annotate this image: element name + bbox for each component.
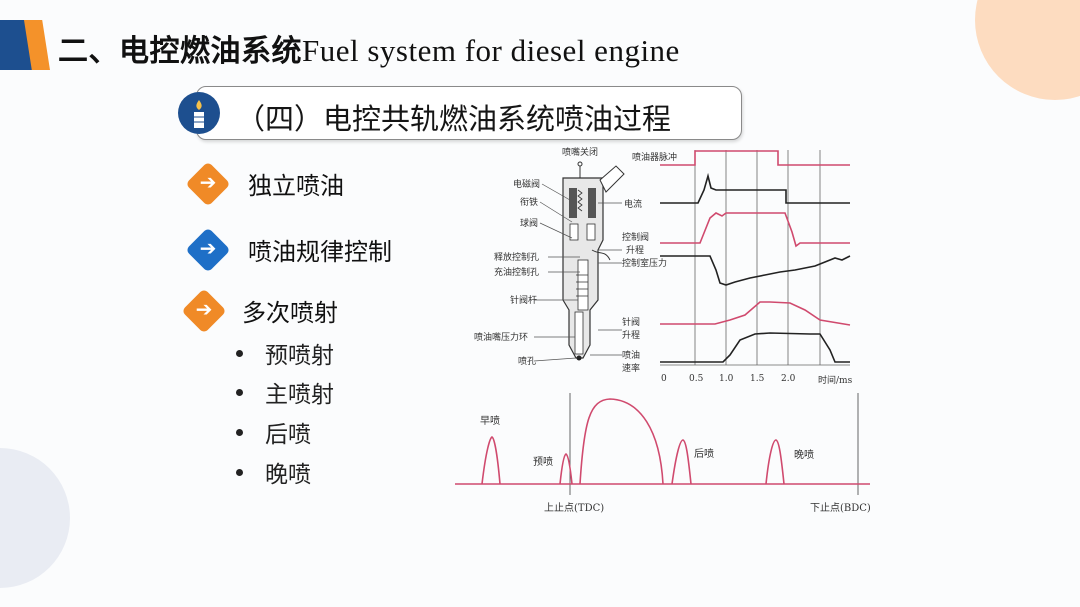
label-tdc: 上止点(TDC): [544, 502, 604, 514]
bullet-dot: [236, 350, 243, 357]
arrow-right-icon: ➔: [195, 297, 213, 321]
tick-1-5: 1.5: [750, 374, 765, 384]
label-needle-rod: 针阀杆: [510, 294, 537, 306]
sub-bullet-late-injection: 晚喷: [236, 455, 311, 489]
page-title: 二、电控燃油系统Fuel system for diesel engine: [58, 26, 680, 70]
candle-icon: [178, 92, 220, 134]
tick-2-0: 2.0: [781, 374, 796, 384]
label-fill-orifice: 充油控制孔: [494, 266, 539, 278]
label-bdc: 下止点(BDC): [810, 502, 871, 514]
label-early-injection: 早喷: [480, 415, 500, 427]
bullet-dot: [236, 389, 243, 396]
label-needle-lift-1: 针阀: [622, 316, 640, 328]
timing-signal-labels: 喷油器脉冲 电流 控制阀 升程 控制室压力 针阀 升程 喷油 速率: [622, 151, 677, 374]
x-axis-label: 时间/ms: [818, 374, 853, 386]
multi-injection-labels: 早喷 预喷 后喷 晚喷 上止点(TDC) 下止点(BDC): [480, 415, 871, 514]
bullet-independent-injection: ➔ 独立喷油: [185, 160, 344, 207]
bullet-dot: [236, 469, 243, 476]
bullet-label: 独立喷油: [248, 172, 344, 200]
label-release-orifice: 释放控制孔: [494, 251, 539, 263]
label-injector-pulse: 喷油器脉冲: [632, 151, 677, 163]
tick-0: 0: [661, 374, 667, 384]
decorative-circle-top-right: [975, 0, 1080, 100]
label-late-injection: 晚喷: [794, 449, 814, 461]
sub-bullet-main-injection: 主喷射: [236, 375, 334, 409]
bullet-multiple-injection: ➔ 多次喷射: [181, 287, 338, 334]
timing-x-axis: 0 0.5 1.0 1.5 2.0 时间/ms: [661, 374, 853, 386]
arrow-right-icon: ➔: [199, 236, 217, 260]
label-current: 电流: [624, 198, 642, 210]
label-control-chamber-pressure: 控制室压力: [622, 257, 667, 269]
decorative-circle-bottom-left: [0, 448, 70, 588]
label-control-valve-lift-1: 控制阀: [622, 231, 649, 243]
tick-0-5: 0.5: [689, 374, 704, 384]
label-solenoid: 电磁阀: [513, 178, 540, 190]
label-post-injection: 后喷: [694, 448, 714, 460]
sub-bullet-pre-injection: 预喷射: [236, 336, 334, 370]
label-armature: 衔铁: [520, 196, 538, 208]
label-control-valve-lift-2: 升程: [626, 245, 644, 256]
label-pre-injection: 预喷: [533, 456, 553, 468]
bullet-label: 喷油规律控制: [248, 238, 392, 266]
bullet-injection-law-control: ➔ 喷油规律控制: [185, 226, 392, 273]
label-pressure-ring: 喷油嘴压力环: [474, 331, 528, 343]
tick-1-0: 1.0: [719, 374, 734, 384]
label-nozzle-hole: 喷孔: [518, 356, 536, 367]
injector-cross-section: [562, 161, 625, 361]
label-nozzle-closed: 喷嘴关闭: [562, 146, 598, 158]
multi-injection-chart: [455, 393, 870, 495]
timing-signals: [660, 150, 851, 363]
timing-grid: [660, 150, 850, 366]
injection-process-diagram: 喷嘴关闭 电磁阀 衔铁 球阀 释放控制孔 充油控制孔 针阀杆 喷油嘴压力环 喷孔: [455, 140, 895, 520]
subtitle-box: [196, 86, 742, 140]
bullet-label: 多次喷射: [242, 299, 338, 327]
bullet-dot: [236, 429, 243, 436]
label-ball-valve: 球阀: [520, 217, 538, 229]
injector-leader-lines: [533, 183, 622, 362]
label-needle-lift-2: 升程: [622, 330, 640, 341]
injector-labels: 喷嘴关闭 电磁阀 衔铁 球阀 释放控制孔 充油控制孔 针阀杆 喷油嘴压力环 喷孔: [474, 146, 598, 367]
label-injection-rate-1: 喷油: [622, 349, 640, 361]
arrow-right-icon: ➔: [199, 170, 217, 194]
page-title-en: Fuel system for diesel engine: [302, 33, 680, 68]
section-subtitle: （四）电控共轨燃油系统喷油过程: [236, 102, 672, 136]
label-injection-rate-2: 速率: [622, 362, 640, 374]
page-title-zh: 二、电控燃油系统: [58, 34, 302, 69]
sub-bullet-post-injection: 后喷: [236, 415, 311, 449]
